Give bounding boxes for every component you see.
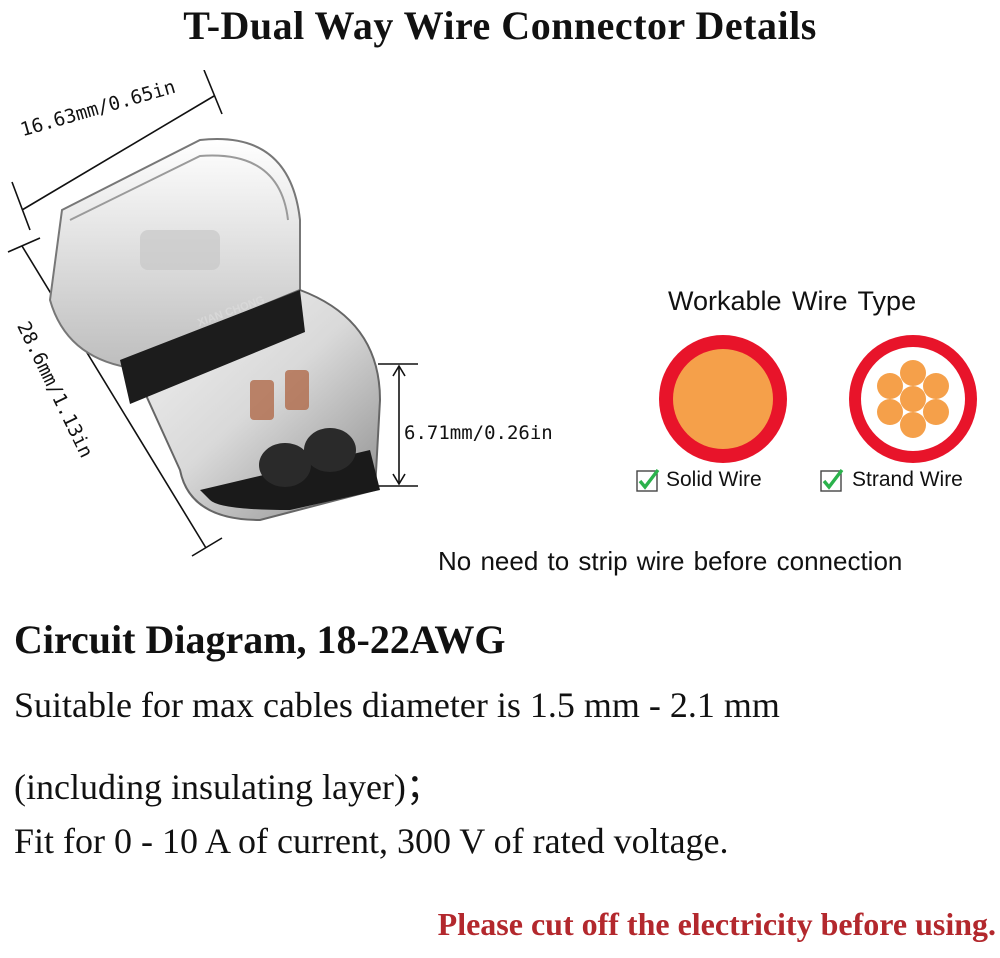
strip-note: No need to strip wire before connection xyxy=(438,546,903,576)
solid-wire-icon xyxy=(659,335,787,463)
strand-wire-check-icon xyxy=(820,468,844,492)
solid-wire-label: Solid Wire xyxy=(666,468,762,491)
solid-wire-check-icon xyxy=(636,468,660,492)
connector-body xyxy=(48,138,382,522)
spec-line-diameter: Suitable for max cables diameter is 1.5 … xyxy=(14,685,780,725)
page-title: T-Dual Way Wire Connector Details xyxy=(183,3,817,48)
wire-type-title: Workable Wire Type xyxy=(668,286,917,316)
circuit-heading: Circuit Diagram, 18-22AWG xyxy=(14,617,506,662)
height-dimension-label: 6.71mm/0.26in xyxy=(404,422,553,444)
width-dimension-line xyxy=(11,70,223,231)
strand-wire-label: Strand Wire xyxy=(852,468,963,491)
spec-line-rating: Fit for 0 - 10 A of current, 300 V of ra… xyxy=(14,821,729,861)
connector-illustration xyxy=(7,70,418,557)
safety-warning: Please cut off the electricity before us… xyxy=(437,906,996,942)
height-dimension-line xyxy=(378,363,418,487)
strand-wire-icon xyxy=(849,335,977,463)
spec-line-insulation: (including insulating layer)； xyxy=(14,767,442,807)
